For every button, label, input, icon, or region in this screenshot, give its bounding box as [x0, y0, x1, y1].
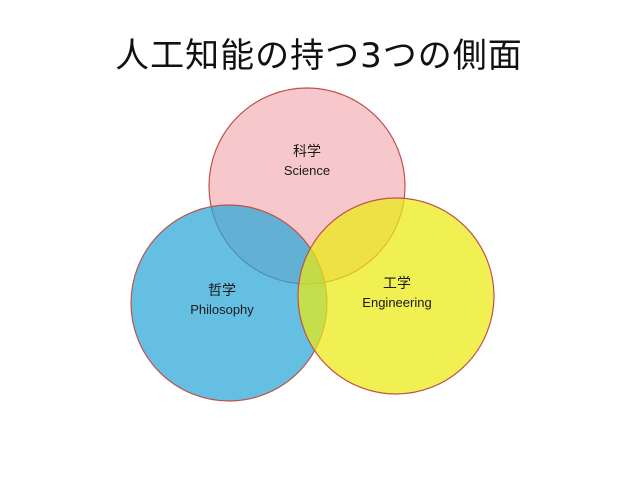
engineering-label-jp: 工学 — [383, 276, 411, 292]
science-label-en: Science — [284, 163, 330, 178]
venn-circle-engineering — [297, 197, 495, 395]
engineering-label-en: Engineering — [362, 295, 431, 310]
philosophy-label-jp: 哲学 — [208, 283, 236, 299]
science-label-jp: 科学 — [293, 144, 321, 160]
philosophy-label-en: Philosophy — [190, 302, 254, 317]
slide-title: 人工知能の持つ3つの側面 — [115, 36, 523, 76]
